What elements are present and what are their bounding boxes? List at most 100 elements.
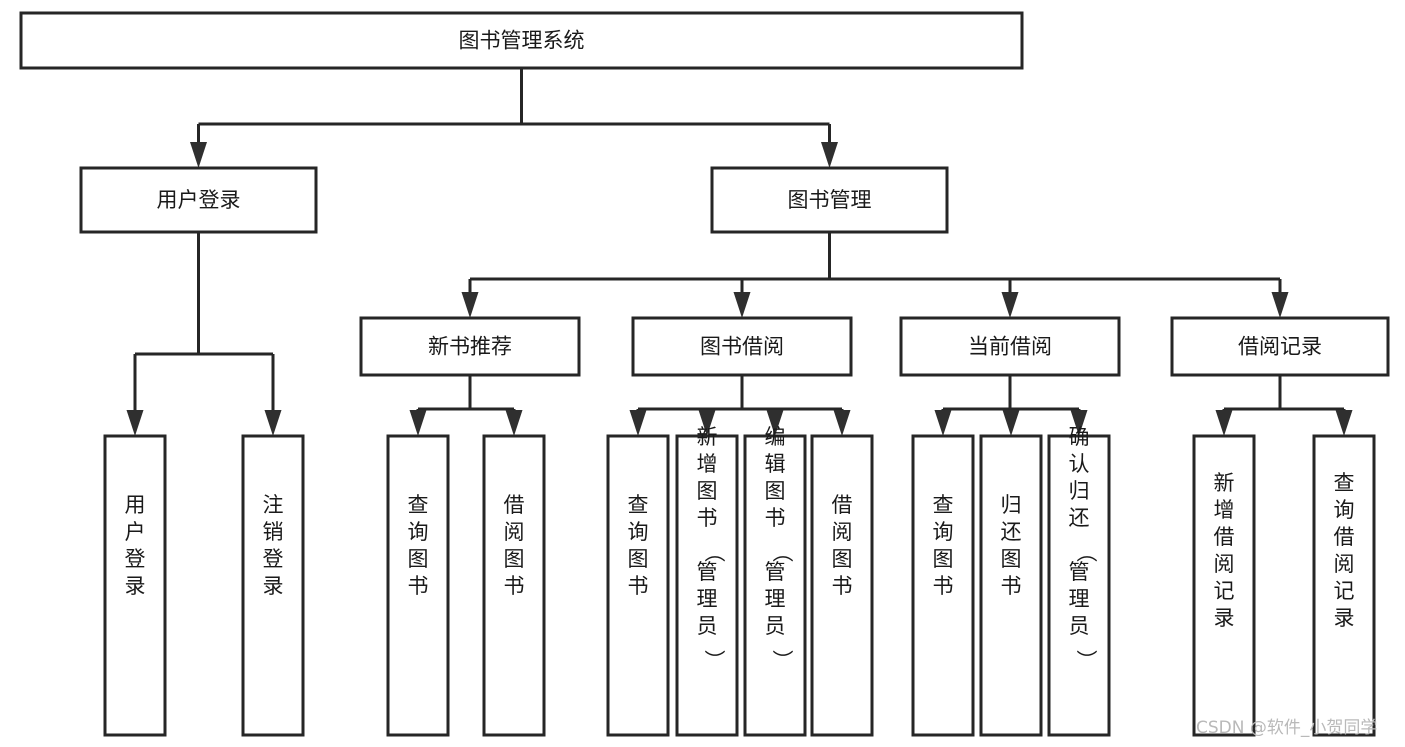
svg-text:图: 图 — [628, 547, 649, 571]
svg-text:图: 图 — [408, 547, 429, 571]
svg-text:（: （ — [770, 542, 794, 563]
svg-text:新: 新 — [697, 425, 718, 449]
node-label-leaf-user-login: 用户登录 — [125, 493, 146, 598]
connector-arrowhead — [833, 410, 851, 436]
connector-arrowhead — [934, 410, 952, 436]
svg-text:管: 管 — [697, 560, 718, 584]
svg-text:书: 书 — [933, 574, 954, 598]
svg-text:管: 管 — [1069, 560, 1090, 584]
node-box-leaf-current-return-book[interactable] — [979, 434, 1043, 737]
node-box-leaf-record-query[interactable] — [1312, 434, 1376, 737]
svg-text:查: 查 — [408, 493, 429, 517]
node-box-leaf-borrow-borrow-book[interactable] — [810, 434, 874, 737]
svg-text:归: 归 — [1001, 493, 1022, 517]
svg-text:员: 员 — [1069, 614, 1090, 638]
node-box-borrow-record[interactable] — [1170, 316, 1390, 377]
node-label-book-borrow: 图书借阅 — [700, 335, 784, 359]
node-box-leaf-recommend-borrow-book[interactable] — [482, 434, 546, 737]
node-box-book-manage[interactable] — [710, 166, 949, 234]
connector-arrowhead — [505, 410, 523, 436]
connector-arrowhead — [409, 410, 427, 436]
connector-arrowhead — [1070, 410, 1088, 436]
svg-text:询: 询 — [628, 520, 649, 544]
node-box-book-borrow[interactable] — [631, 316, 853, 377]
svg-text:登: 登 — [263, 547, 284, 571]
node-box-leaf-record-add[interactable] — [1192, 434, 1256, 737]
svg-text:录: 录 — [263, 574, 284, 598]
svg-text:记: 记 — [1214, 579, 1235, 603]
connector-arrowhead — [629, 410, 647, 436]
svg-text:书: 书 — [408, 574, 429, 598]
svg-text:确: 确 — [1069, 425, 1090, 449]
svg-text:还: 还 — [1001, 520, 1022, 544]
svg-text:户: 户 — [125, 520, 146, 544]
csdn-watermark: CSDN @软件_小贺同学 — [1196, 718, 1377, 738]
svg-text:阅: 阅 — [1334, 552, 1355, 576]
node-box-new-book-recommend[interactable] — [359, 316, 581, 377]
svg-text:（: （ — [702, 542, 726, 563]
svg-text:阅: 阅 — [1214, 552, 1235, 576]
svg-text:书: 书 — [1001, 574, 1022, 598]
svg-text:注: 注 — [263, 493, 284, 517]
connector-arrowhead — [821, 142, 838, 168]
node-box-leaf-recommend-query-book[interactable] — [386, 434, 450, 737]
svg-text:用: 用 — [125, 493, 146, 517]
node-box-leaf-user-login[interactable] — [103, 434, 167, 737]
svg-text:归: 归 — [1069, 479, 1090, 503]
svg-text:借: 借 — [504, 493, 525, 517]
svg-text:增: 增 — [1214, 498, 1235, 522]
node-label-root: 图书管理系统 — [459, 29, 585, 53]
node-box-leaf-borrow-query-book[interactable] — [606, 434, 670, 737]
svg-text:管: 管 — [765, 560, 786, 584]
svg-text:借: 借 — [1334, 525, 1355, 549]
connector-arrowhead — [766, 410, 784, 436]
svg-text:书: 书 — [504, 574, 525, 598]
svg-text:图: 图 — [697, 479, 718, 503]
svg-text:查: 查 — [628, 493, 649, 517]
node-box-user-login[interactable] — [79, 166, 318, 234]
svg-text:图: 图 — [765, 479, 786, 503]
svg-text:查: 查 — [933, 493, 954, 517]
svg-text:理: 理 — [697, 587, 718, 611]
svg-text:图: 图 — [832, 547, 853, 571]
svg-text:阅: 阅 — [504, 520, 525, 544]
svg-text:录: 录 — [1334, 606, 1355, 630]
node-box-leaf-user-logout[interactable] — [241, 434, 305, 737]
svg-text:阅: 阅 — [832, 520, 853, 544]
connector-arrowhead — [264, 410, 282, 436]
svg-text:员: 员 — [765, 614, 786, 638]
node-label-new-book-recommend: 新书推荐 — [428, 335, 512, 359]
svg-text:书: 书 — [832, 574, 853, 598]
node-label-user-login: 用户登录 — [157, 188, 241, 212]
svg-text:图: 图 — [933, 547, 954, 571]
node-box-leaf-current-query-book[interactable] — [911, 434, 975, 737]
svg-text:图: 图 — [1001, 547, 1022, 571]
connector-arrowhead — [1001, 292, 1019, 318]
svg-text:增: 增 — [697, 452, 718, 476]
svg-text:登: 登 — [125, 547, 146, 571]
node-label-borrow-record: 借阅记录 — [1238, 335, 1322, 359]
connector-arrowhead — [126, 410, 144, 436]
node-box-current-borrow[interactable] — [899, 316, 1121, 377]
svg-text:）: ） — [770, 650, 794, 671]
node-box-leaf-borrow-add-book[interactable] — [675, 434, 739, 737]
connector-arrowhead — [1002, 410, 1020, 436]
svg-text:员: 员 — [697, 614, 718, 638]
node-box-root[interactable] — [19, 11, 1024, 70]
svg-text:借: 借 — [832, 493, 853, 517]
svg-text:）: ） — [1074, 650, 1098, 671]
svg-text:认: 认 — [1069, 452, 1090, 476]
node-box-leaf-current-confirm-return[interactable] — [1047, 434, 1111, 737]
node-label-book-manage: 图书管理 — [788, 188, 872, 212]
node-box-leaf-borrow-edit-book[interactable] — [743, 434, 807, 737]
connector-arrowhead — [698, 410, 716, 436]
